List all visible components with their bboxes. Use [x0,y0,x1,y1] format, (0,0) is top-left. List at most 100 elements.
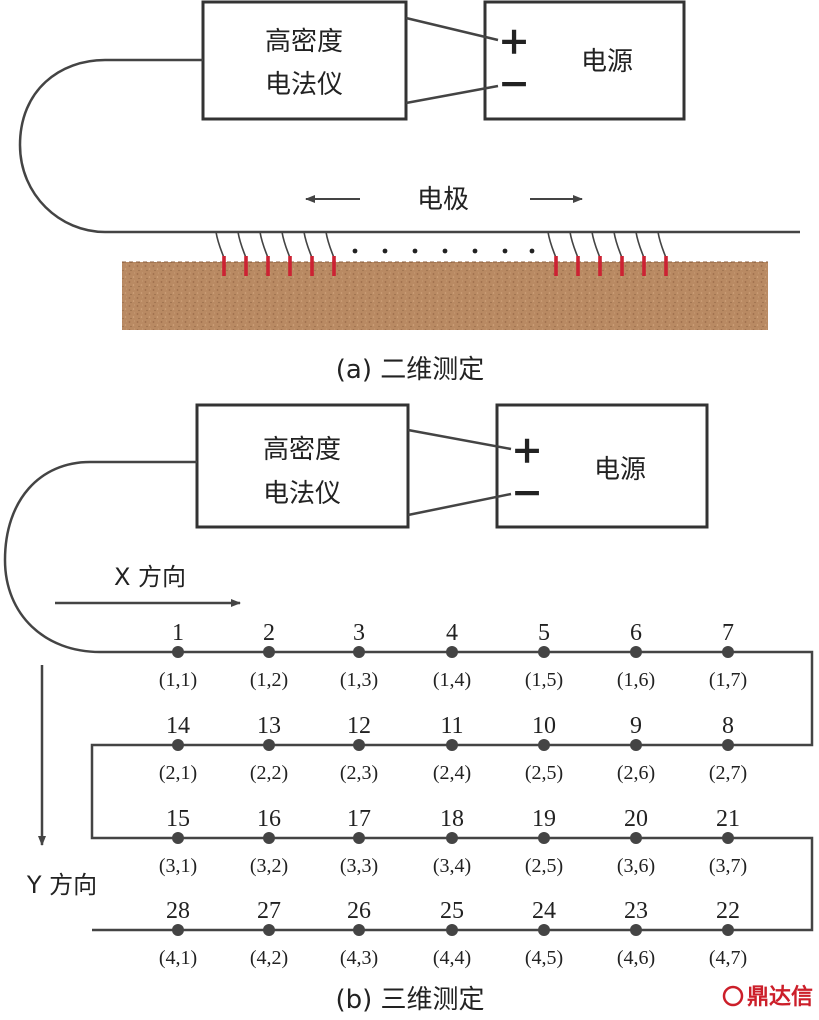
instrument-label-b-line2: 电法仪 [263,479,341,509]
electrode-number: 5 [538,620,550,646]
right-wire-4 [613,231,623,259]
left-wire-3 [259,231,269,259]
left-electrode-2 [244,256,248,276]
y-direction-label: Y 方向 [26,871,97,899]
panel-b: 高密度 电法仪 电源 + − X 方向 Y 方向 1(1,1)2(1,2)3(1… [3,403,814,1015]
electrode-coordinate: (4,3) [340,947,378,969]
electrode-coordinate: (2,1) [159,762,197,784]
panel-a: 高密度 电法仪 电源 + − 电极 (a) 二维测定 [18,0,800,385]
electrode-node [538,924,550,936]
electrode-coordinate: (2,2) [250,762,288,784]
electrode-grid-b: 1(1,1)2(1,2)3(1,3)4(1,4)5(1,5)6(1,6)7(1,… [159,620,747,969]
electrode-coordinate: (4,5) [525,947,563,969]
electrode-node [172,924,184,936]
instrument-label-a-line1: 高密度 [265,27,343,57]
right-wire-3 [591,231,601,259]
wire-plus-a [405,16,499,42]
ellipsis-dot-1 [352,248,358,254]
electrode-number: 19 [532,806,556,832]
electrode-number: 24 [532,898,556,924]
ellipsis-dot-6 [502,248,508,254]
electrode-node [722,646,734,658]
left-wire-2 [237,231,247,259]
electrode-coordinate: (2,4) [433,762,471,784]
electrode-number: 15 [166,806,190,832]
electrode-number: 28 [166,898,190,924]
electrode-coordinate: (1,1) [159,669,197,691]
right-wire-2 [569,231,579,259]
electrode-node [722,832,734,844]
instrument-label-a-line2: 电法仪 [265,70,343,100]
right-electrode-3 [598,256,602,276]
electrode-coordinate: (1,6) [617,669,655,691]
electrode-coordinate: (3,3) [340,855,378,877]
instrument-label-b-line1: 高密度 [263,435,341,465]
right-electrode-6 [664,256,668,276]
electrode-node [172,832,184,844]
electrode-number: 3 [353,620,365,646]
plus-sign-b: + [511,427,543,472]
left-wire-6 [325,231,335,259]
electrode-number: 12 [347,713,371,739]
electrode-coordinate: (1,2) [250,669,288,691]
electrode-node [446,739,458,751]
ellipsis-dot-5 [472,248,478,254]
minus-sign-a: − [498,60,530,105]
electrode-coordinate: (3,2) [250,855,288,877]
electrode-number: 21 [716,806,740,832]
electrode-number: 16 [257,806,281,832]
electrode-number: 14 [166,713,190,739]
electrode-node [353,832,365,844]
ellipsis-dot-2 [382,248,388,254]
electrode-coordinate: (3,4) [433,855,471,877]
right-wire-6 [657,231,667,259]
electrode-node [630,739,642,751]
electrode-coordinate: (4,4) [433,947,471,969]
instrument-box-b [195,403,410,529]
electrode-number: 8 [722,713,734,739]
electrode-node [446,832,458,844]
electrode-number: 23 [624,898,648,924]
electrode-coordinate: (3,6) [617,855,655,877]
electrode-number: 11 [440,713,463,739]
right-wire-5 [635,231,645,259]
electrode-coordinate: (3,7) [709,855,747,877]
electrode-number: 22 [716,898,740,924]
ellipsis-dot-4 [442,248,448,254]
ellipsis-dot-3 [412,248,418,254]
electrode-node [630,832,642,844]
electrode-number: 13 [257,713,281,739]
power-label-b: 电源 [594,455,646,485]
watermark-logo: 鼎达信 [722,984,813,1010]
electrode-number: 1 [172,620,184,646]
x-direction-label: X 方向 [114,563,186,591]
electrode-coordinate: (4,7) [709,947,747,969]
electrode-coordinate: (4,6) [617,947,655,969]
watermark-text: 鼎达信 [747,984,813,1010]
electrodes-left-a [215,231,336,276]
left-electrode-6 [332,256,336,276]
electrode-node [353,646,365,658]
electrode-node [263,924,275,936]
wire-minus-b [407,492,512,517]
electrode-node [446,646,458,658]
electrode-number: 6 [630,620,642,646]
electrode-coordinate: (2,5) [525,762,563,784]
power-box-a [483,0,686,121]
electrode-node [722,739,734,751]
power-label-a: 电源 [581,47,633,77]
left-wire-4 [281,231,291,259]
electrode-ellipsis-a [352,248,535,254]
power-box-b [495,403,709,529]
electrode-node [353,924,365,936]
serpentine-line-b [90,650,814,932]
cable-a [18,58,800,234]
electrode-node [722,924,734,936]
right-electrode-5 [642,256,646,276]
electrode-coordinate: (2,5) [525,855,563,877]
left-wire-5 [303,231,313,259]
electrode-number: 17 [347,806,371,832]
electrode-number: 7 [722,620,734,646]
electrode-coordinate: (1,3) [340,669,378,691]
